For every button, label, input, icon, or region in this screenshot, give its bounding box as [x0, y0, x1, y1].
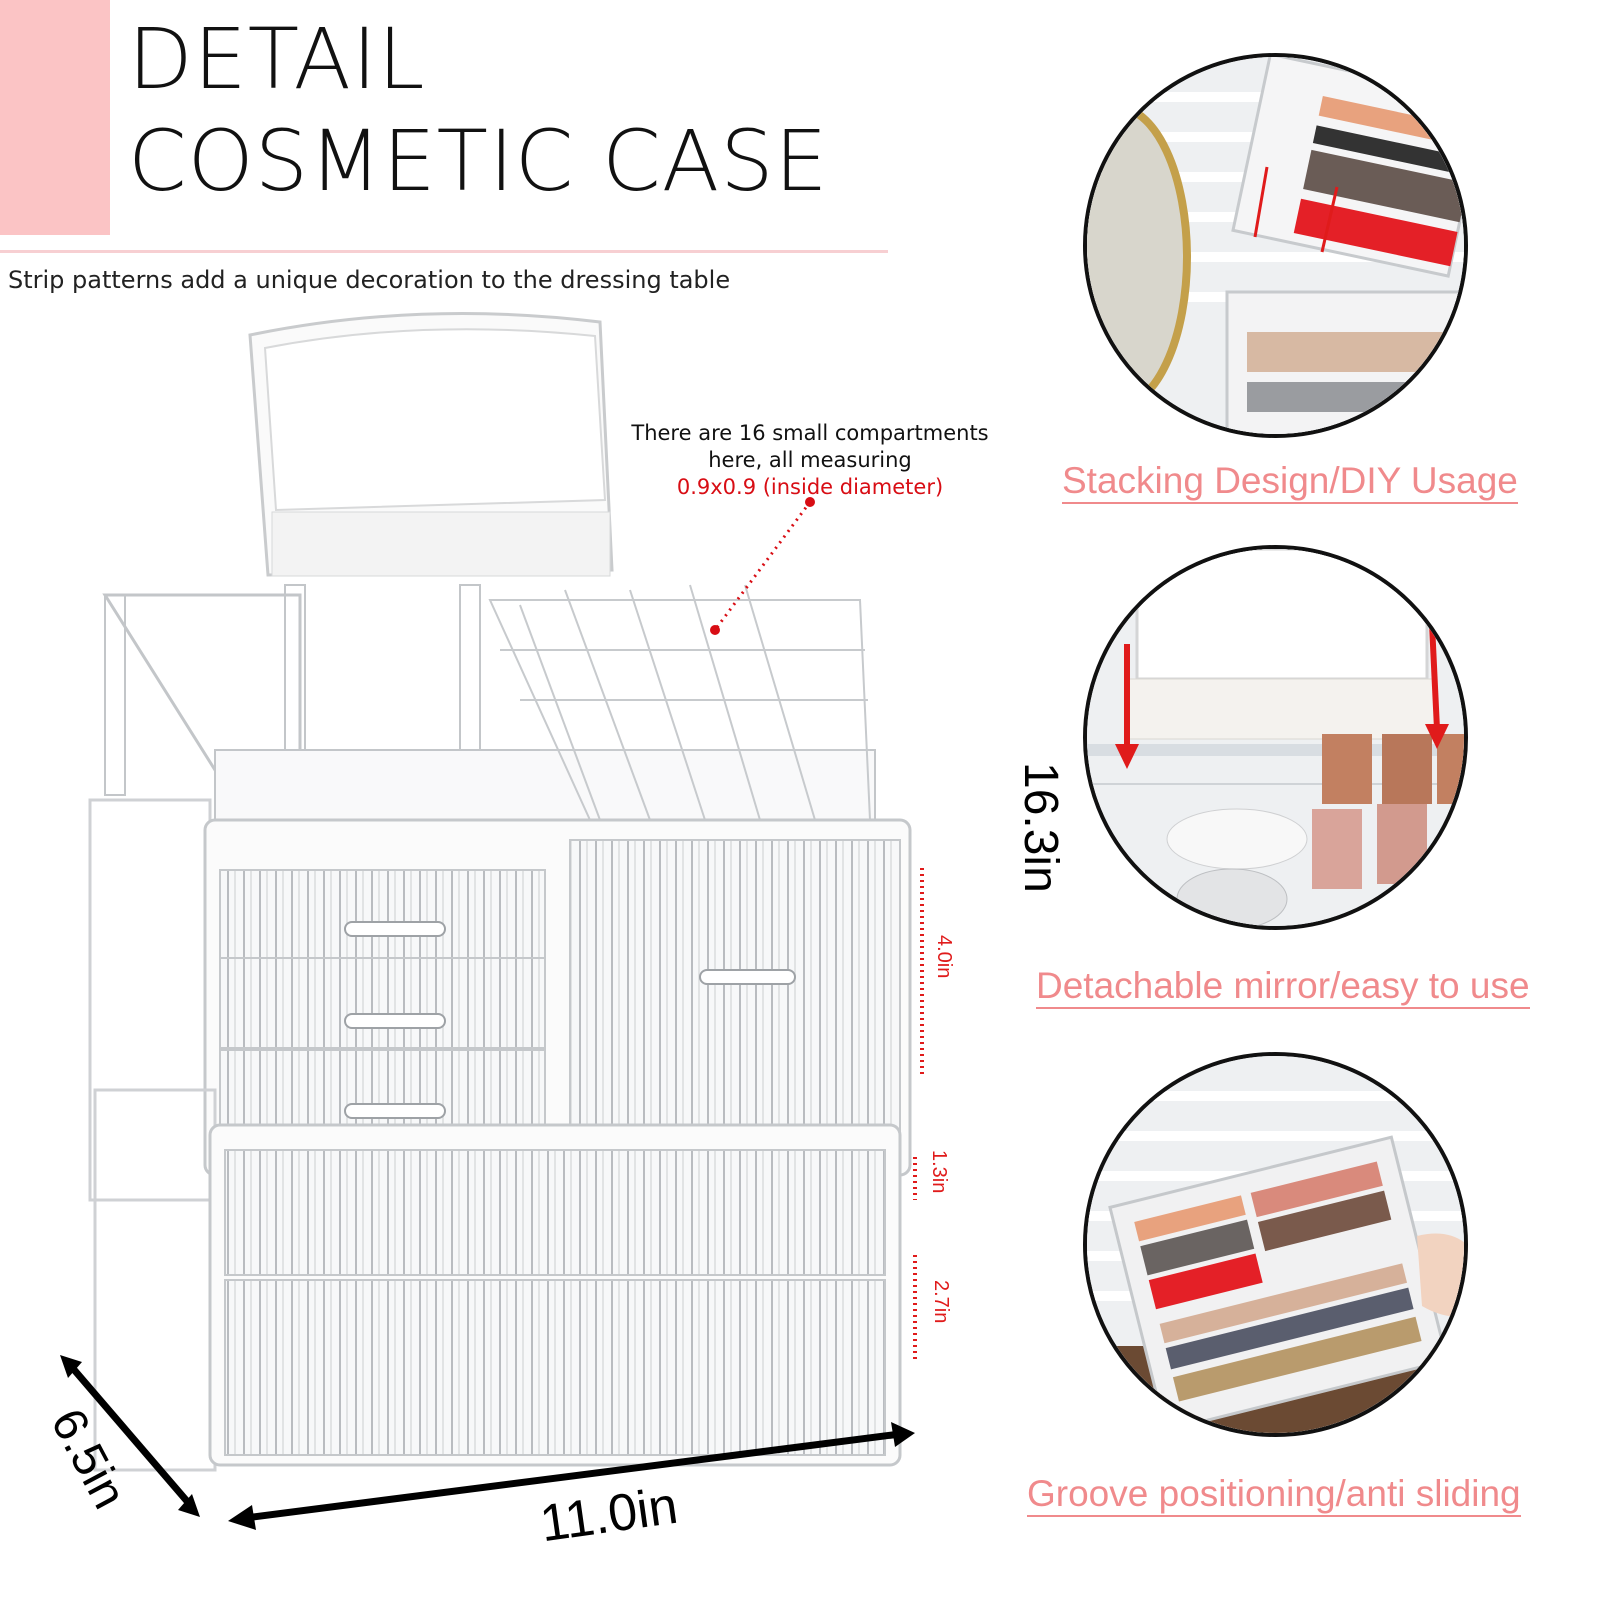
mirror-photo-icon [1083, 545, 1468, 930]
callout-line1: There are 16 small compartments [631, 421, 989, 445]
product-illustration [0, 300, 960, 1600]
accent-block [0, 0, 110, 235]
feature-mirror-label: Detachable mirror/easy to use [1036, 965, 1530, 1009]
bottom-drawer-dimension: 2.7in [930, 1280, 952, 1324]
height-dimension: 16.3in [1014, 762, 1067, 893]
cosmetic-case-drawing [60, 312, 924, 1530]
page-title-line2: COSMETIC CASE [128, 112, 829, 210]
groove-photo-icon [1083, 1052, 1468, 1437]
upper-drawers-dimension: 4.0in [933, 935, 955, 979]
header-divider [0, 250, 888, 253]
callout-line2: here, all measuring [708, 448, 912, 472]
feature-stacking-label: Stacking Design/DIY Usage [1062, 460, 1518, 504]
compartment-callout: There are 16 small compartments here, al… [600, 420, 1020, 501]
page-title-line1: DETAIL [128, 10, 426, 108]
feature-groove-label: Groove positioning/anti sliding [1027, 1473, 1521, 1517]
middle-drawer-dimension: 1.3in [928, 1150, 950, 1194]
stacking-photo-icon [1083, 53, 1468, 438]
page-subtitle: Strip patterns add a unique decoration t… [8, 266, 731, 294]
callout-line3: 0.9x0.9 (inside diameter) [676, 475, 944, 499]
